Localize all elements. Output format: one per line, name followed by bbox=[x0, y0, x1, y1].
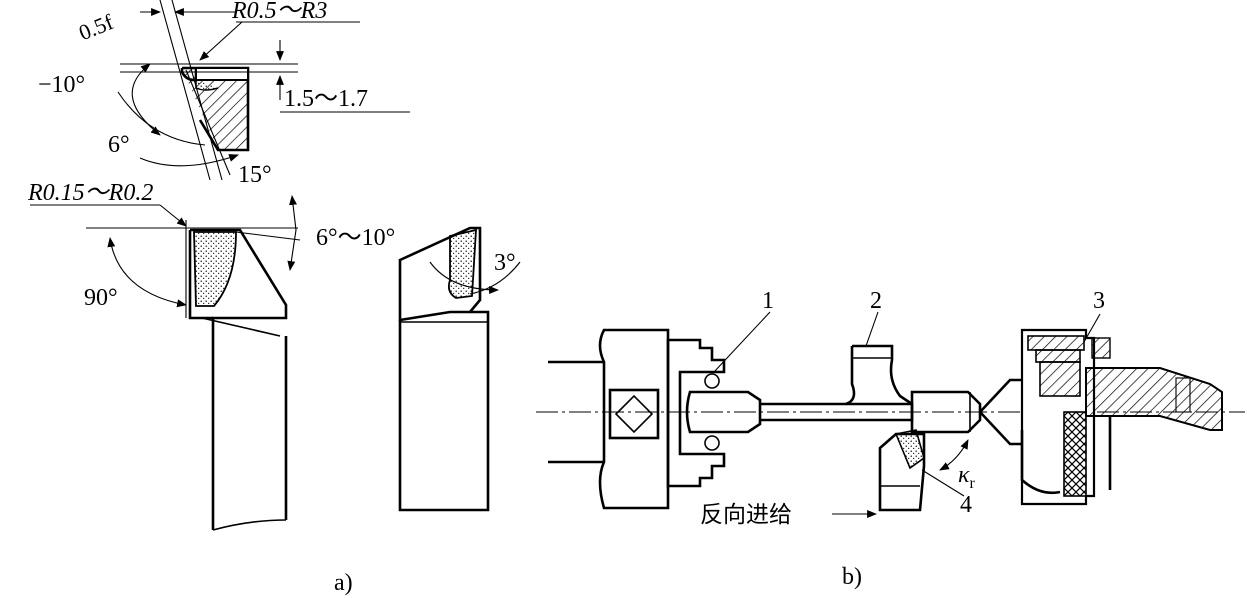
angle-15-label: 15° bbox=[238, 162, 272, 188]
figure-a: 0.5f R0.5～R3 −10° 1.5～1.7 6° 15° R0.15～R… bbox=[27, 0, 521, 596]
part-1-ball-bottom bbox=[704, 435, 720, 451]
depth-label: 1.5～1.7 bbox=[284, 86, 368, 112]
radius-top-label: R0.5～R3 bbox=[231, 0, 327, 24]
part-1-label: 1 bbox=[762, 288, 774, 314]
feed-label: 0.5f bbox=[75, 9, 117, 45]
kappa-symbol: κ bbox=[958, 462, 970, 488]
turning-tool-side bbox=[398, 226, 521, 512]
tailstock-center bbox=[978, 328, 1223, 506]
part-4-label: 4 bbox=[960, 492, 972, 518]
figure-b-caption: b) bbox=[842, 564, 862, 590]
spindle bbox=[548, 328, 670, 510]
angle-90-label: 90° bbox=[84, 285, 118, 311]
kappa-subscript: r bbox=[970, 475, 976, 492]
kappa-label: κr bbox=[958, 462, 976, 492]
chip-breaker-section bbox=[117, 0, 410, 181]
reverse-feed-label: 反向进给 bbox=[700, 502, 792, 528]
angle-range-label: 6°～10° bbox=[316, 225, 395, 251]
figure-b: 1 2 3 4 κr 反向进给 b) bbox=[536, 288, 1245, 590]
neg-angle-label: −10° bbox=[38, 72, 85, 98]
part-2-label: 2 bbox=[870, 288, 882, 314]
figure-a-caption: a) bbox=[334, 570, 353, 596]
cutting-tool-4 bbox=[878, 429, 969, 512]
turning-tool-front bbox=[30, 195, 301, 531]
radius-tip-label: R0.15～R0.2 bbox=[27, 180, 153, 206]
part-3-label: 3 bbox=[1093, 288, 1105, 314]
part-1-ball-top bbox=[704, 373, 720, 389]
angle-6-label: 6° bbox=[108, 132, 130, 158]
angle-3-label: 3° bbox=[494, 250, 516, 276]
workpiece bbox=[685, 344, 982, 434]
chuck bbox=[666, 338, 726, 488]
